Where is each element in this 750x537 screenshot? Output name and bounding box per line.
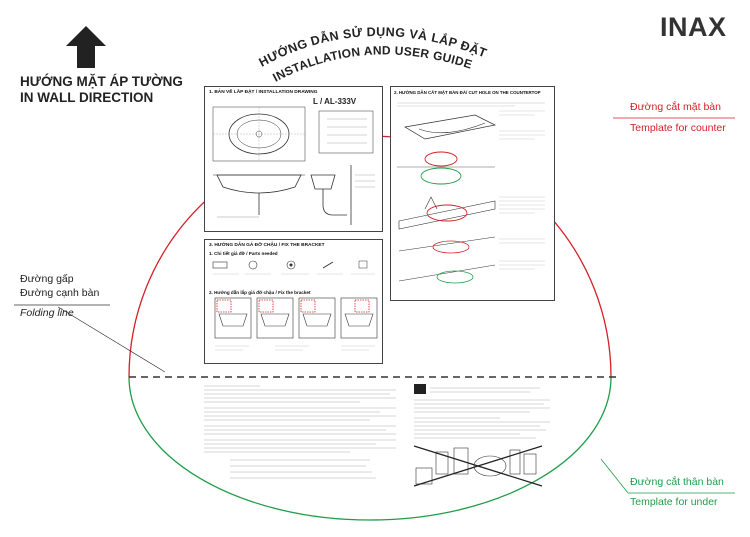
folding-vi-1: Đường gấp [20, 273, 74, 285]
important-notes-area [204, 384, 550, 487]
wall-direction-en: IN WALL DIRECTION [20, 90, 154, 105]
panel2-title: 2. HƯỚNG DẪN CẮT MẶT BÀN ĐÁ/ CUT HOLE ON… [394, 90, 541, 95]
up-arrow-icon [66, 26, 106, 68]
counter-template-vi: Đường cắt mặt bàn [630, 101, 721, 113]
counter-template-en: Template for counter [630, 122, 726, 134]
panel1-title: 1. BẢN VẼ LẮP ĐẶT / INSTALLATION DRAWING [209, 90, 318, 95]
brand-logo: INAX [660, 12, 727, 42]
cut-hole-steps-figure [397, 102, 545, 284]
parts-needed-title: 1. Chi tiết giá đỡ / Parts needed [209, 251, 278, 256]
wall-direction-vi: HƯỚNG MẶT ÁP TƯỜNG [20, 74, 183, 89]
model-number: L / AL-333V [313, 97, 357, 106]
under-cut-arc [128, 376, 612, 521]
installation-drawing-panel: 1. BẢN VẼ LẮP ĐẶT / INSTALLATION DRAWING… [204, 86, 383, 232]
under-template-en: Template for under [630, 496, 718, 508]
folding-vi-2: Đường cạnh bàn [20, 287, 100, 299]
under-template-vi: Đường cắt thân bàn [630, 476, 724, 488]
curved-title: HƯỚNG DẪN SỬ DỤNG VÀ LẮP ĐẶT INSTALLATIO… [257, 24, 489, 84]
fix-bracket-title: 2. Hướng dẫn lắp giá đỡ chậu / Fix the b… [209, 290, 311, 295]
cut-hole-panel: 2. HƯỚNG DẪN CẮT MẶT BÀN ĐÁ/ CUT HOLE ON… [390, 86, 555, 301]
installation-drawing-figure [212, 106, 375, 225]
wall-direction-label: HƯỚNG MẶT ÁP TƯỜNG IN WALL DIRECTION [20, 74, 183, 106]
folding-en: Folding line [20, 307, 74, 319]
bracket-parts-figure [212, 260, 378, 351]
fix-bracket-panel: 3. HƯỚNG DẪN GÁ ĐỠ CHẬU / FIX THE BRACKE… [204, 239, 383, 364]
panel3-title: 3. HƯỚNG DẪN GÁ ĐỠ CHẬU / FIX THE BRACKE… [209, 243, 325, 248]
